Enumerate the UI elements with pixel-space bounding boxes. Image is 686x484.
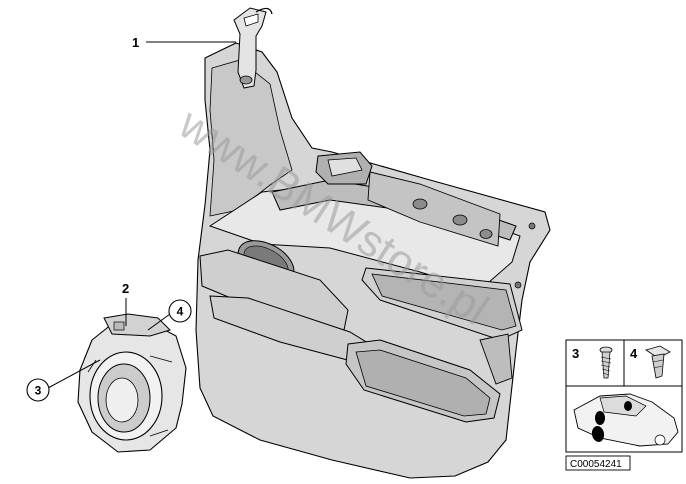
callout-2: 2 (122, 281, 129, 296)
callout-3: 3 (26, 378, 50, 402)
callout-3-label: 3 (35, 384, 42, 398)
callout-4-label: 4 (177, 305, 184, 319)
callout-4: 4 (168, 299, 192, 323)
callout-1-label: 1 (132, 35, 139, 50)
screw-icon (599, 346, 613, 379)
callout-lines (47, 41, 236, 389)
callout-2-label: 2 (122, 281, 129, 296)
legend-clip-label: 4 (630, 346, 638, 361)
clip-icon (645, 345, 671, 379)
legend-screw-label: 3 (572, 346, 579, 361)
car-location-icon (573, 393, 679, 447)
door-trim-panel (195, 42, 551, 479)
small-parts-legend: 3 4 C00054241 (565, 339, 683, 471)
part-1-handle (233, 7, 273, 89)
diagram-code: C00054241 (570, 459, 622, 470)
callout-1: 1 (132, 35, 139, 50)
part-2-speaker-housing (77, 313, 187, 453)
